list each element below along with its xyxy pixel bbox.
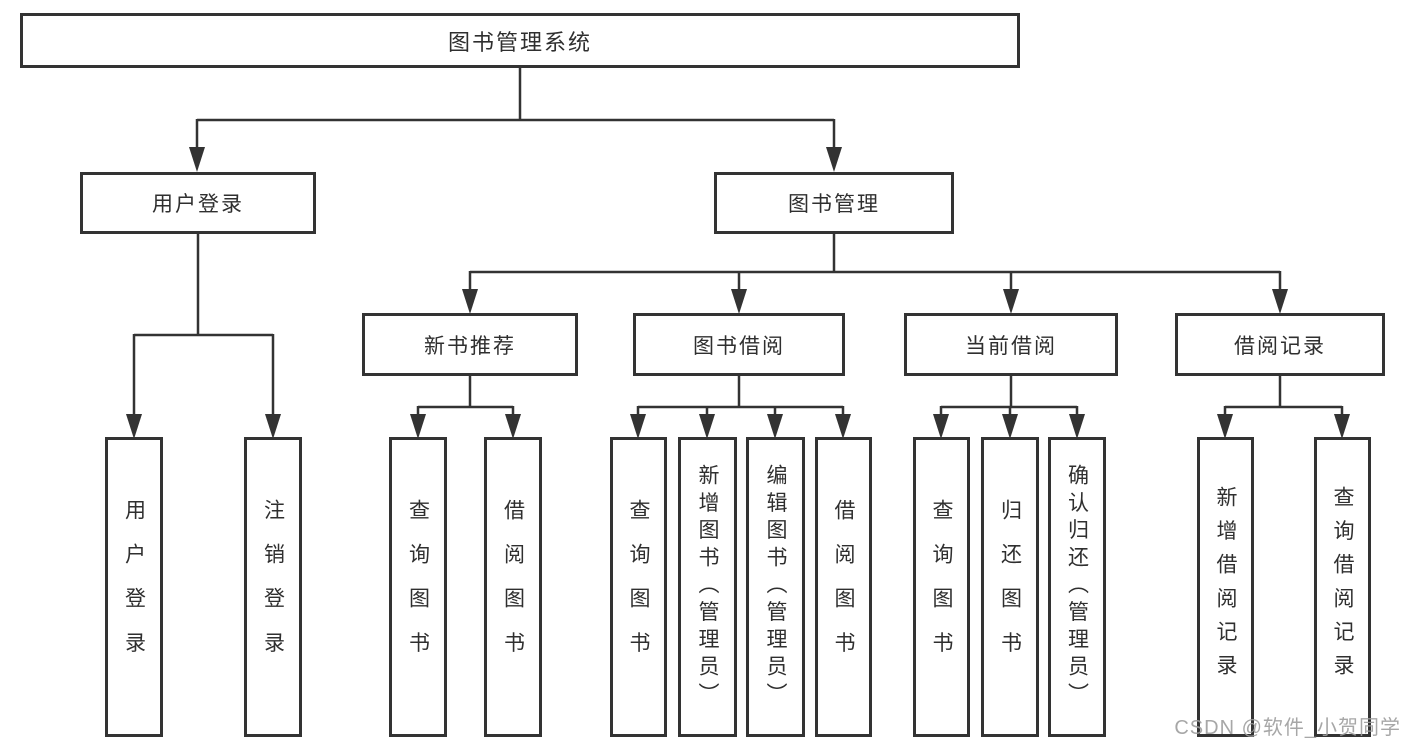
leaf-query-book-1: 查询图书 bbox=[389, 437, 447, 737]
csdn-watermark: CSDN @软件_小贺同学 bbox=[1174, 717, 1401, 739]
leaf-label: 新增借阅记录 bbox=[1214, 486, 1237, 688]
leaf-query-book-2: 查询图书 bbox=[610, 437, 667, 737]
leaf-label: 编辑图书（管理员） bbox=[764, 464, 787, 710]
leaf-label: 确认归还（管理员） bbox=[1065, 464, 1089, 710]
node-user-login: 用户登录 bbox=[80, 172, 316, 234]
leaf-label: 查询图书 bbox=[930, 498, 953, 676]
leaf-add-book-admin: 新增图书（管理员） bbox=[678, 437, 737, 737]
leaf-label: 注销登录 bbox=[261, 498, 285, 676]
leaf-return-book: 归还图书 bbox=[981, 437, 1039, 737]
node-new-book-recommend: 新书推荐 bbox=[362, 313, 578, 376]
node-borrow-record: 借阅记录 bbox=[1175, 313, 1385, 376]
leaf-query-borrow-record: 查询借阅记录 bbox=[1314, 437, 1371, 737]
node-root: 图书管理系统 bbox=[20, 13, 1020, 68]
leaf-query-book-3: 查询图书 bbox=[913, 437, 970, 737]
leaf-label: 借阅图书 bbox=[832, 498, 855, 676]
leaf-label: 用户登录 bbox=[122, 498, 146, 676]
leaf-label: 归还图书 bbox=[998, 498, 1022, 676]
leaf-label: 查询图书 bbox=[627, 498, 650, 676]
leaf-confirm-return-admin: 确认归还（管理员） bbox=[1048, 437, 1106, 737]
leaf-borrow-book-1: 借阅图书 bbox=[484, 437, 542, 737]
leaf-user-login: 用户登录 bbox=[105, 437, 163, 737]
leaf-label: 查询图书 bbox=[406, 498, 430, 676]
leaf-add-borrow-record: 新增借阅记录 bbox=[1197, 437, 1254, 737]
leaf-borrow-book-2: 借阅图书 bbox=[815, 437, 872, 737]
node-current-borrow: 当前借阅 bbox=[904, 313, 1118, 376]
leaf-label: 借阅图书 bbox=[501, 498, 525, 676]
leaf-edit-book-admin: 编辑图书（管理员） bbox=[746, 437, 805, 737]
leaf-logout: 注销登录 bbox=[244, 437, 302, 737]
leaf-label: 新增图书（管理员） bbox=[696, 464, 719, 710]
node-book-borrow: 图书借阅 bbox=[633, 313, 845, 376]
node-book-management: 图书管理 bbox=[714, 172, 954, 234]
leaf-label: 查询借阅记录 bbox=[1331, 486, 1354, 688]
